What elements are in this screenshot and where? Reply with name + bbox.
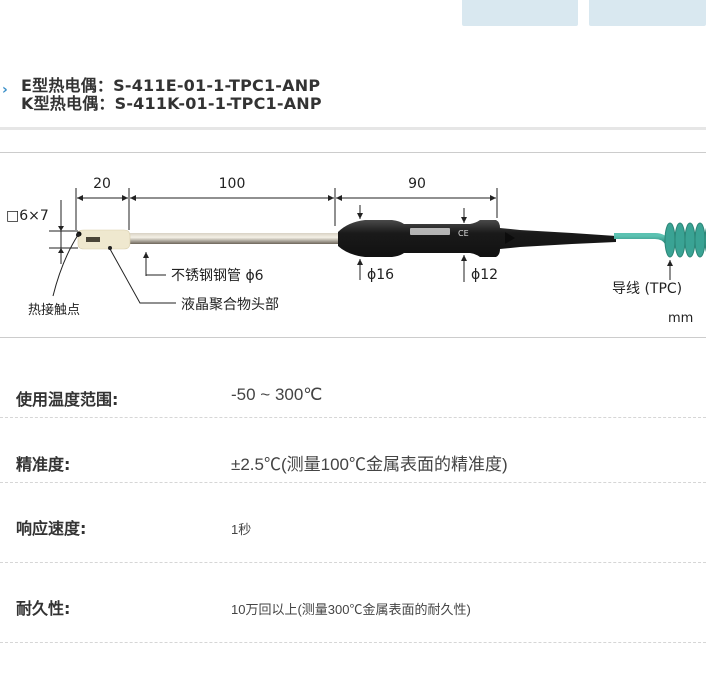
- spec-row-response-speed: 响应速度: 1秒: [0, 483, 706, 563]
- dim-100: 100: [219, 176, 246, 192]
- spec-label: 耐久性:: [16, 599, 71, 618]
- spec-row-temperature-range: 使用温度范围: -50 ~ 300℃: [0, 338, 706, 418]
- callout-hot-junction: 热接触点: [28, 302, 80, 318]
- callout-lead-wire: 导线 (TPC): [612, 281, 682, 297]
- unit-label: mm: [668, 311, 693, 326]
- spec-label: 精准度:: [16, 455, 71, 474]
- top-button-2[interactable]: [589, 0, 706, 26]
- svg-text:CE: CE: [458, 229, 469, 238]
- spec-value: 10万回以上(测量300℃金属表面的耐久性): [231, 602, 471, 617]
- probe-diagram: 20 100 90 □6×7 CE ϕ16: [0, 153, 706, 337]
- row-divider: [0, 562, 706, 563]
- diagram-top-border: [0, 152, 706, 153]
- model-k-title: K型热电偶：S-411K-01-1-TPC1-ANP: [21, 94, 322, 113]
- callout-steel-tube: 不锈钢钢管 ϕ6: [171, 268, 264, 284]
- dim-phi12: ϕ12: [471, 267, 498, 283]
- spec-label: 使用温度范围:: [16, 390, 119, 409]
- spec-label: 响应速度:: [16, 519, 87, 538]
- spec-row-durability: 耐久性: 10万回以上(测量300℃金属表面的耐久性): [0, 563, 706, 643]
- dim-phi16: ϕ16: [367, 267, 394, 283]
- row-divider: [0, 642, 706, 643]
- chevron-right-icon: ›: [2, 82, 8, 98]
- dim-20: 20: [93, 176, 111, 192]
- section-divider: [0, 127, 706, 130]
- dim-90: 90: [408, 176, 426, 192]
- spec-row-accuracy: 精准度: ±2.5℃(测量100℃金属表面的精准度): [0, 418, 706, 483]
- spec-value: -50 ~ 300℃: [231, 385, 323, 404]
- row-divider: [0, 417, 706, 418]
- row-divider: [0, 482, 706, 483]
- spec-value: ±2.5℃(测量100℃金属表面的精准度): [231, 455, 508, 474]
- callout-lcp-head: 液晶聚合物头部: [181, 297, 279, 313]
- dim-tip-section: □6×7: [6, 208, 49, 224]
- spec-value: 1秒: [231, 522, 252, 537]
- diagram-bottom-border: [0, 337, 706, 338]
- top-button-1[interactable]: [462, 0, 578, 26]
- model-e-title: E型热电偶：S-411E-01-1-TPC1-ANP: [21, 76, 321, 95]
